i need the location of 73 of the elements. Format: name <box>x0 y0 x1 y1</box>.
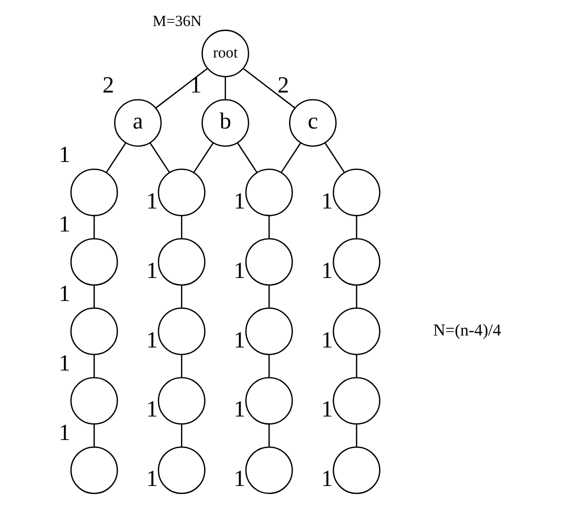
node-label: 1 <box>320 188 332 214</box>
node-circle: a <box>114 99 162 147</box>
node-circle <box>332 446 380 494</box>
node-circle <box>244 308 292 356</box>
node-circle: b <box>201 99 249 147</box>
connector <box>242 68 295 108</box>
connector <box>149 142 170 173</box>
node-label: 1 <box>320 466 332 492</box>
connector <box>355 285 357 308</box>
node-label: 1 <box>233 396 245 423</box>
connector <box>268 424 270 447</box>
node-label: M=36N <box>152 12 202 30</box>
connector <box>268 216 270 238</box>
node-circle <box>157 168 205 216</box>
node-label: 1 <box>233 258 245 284</box>
connector <box>93 424 94 447</box>
node-label: 2 <box>102 72 114 99</box>
node-label: 1 <box>320 258 332 284</box>
node-circle <box>70 446 118 494</box>
connector <box>355 424 357 447</box>
connector <box>224 76 226 100</box>
node-circle: c <box>288 99 336 147</box>
node-label: 1 <box>58 420 70 446</box>
node-circle <box>244 168 292 216</box>
label: N=(n-4)/4 <box>432 320 501 340</box>
node-circle <box>332 168 380 216</box>
node-label: 1 <box>58 350 70 376</box>
connector <box>280 142 301 173</box>
node-label: 1 <box>146 466 158 492</box>
connector <box>93 354 94 378</box>
node-circle <box>332 308 380 356</box>
connector <box>155 68 208 108</box>
connector <box>324 142 344 173</box>
connector <box>268 285 270 308</box>
node-circle <box>332 376 380 425</box>
node-circle <box>70 238 118 286</box>
node-circle <box>332 238 380 286</box>
node-circle <box>70 308 118 356</box>
node-label: 1 <box>146 396 158 423</box>
node-label: 1 <box>233 327 245 354</box>
node-circle <box>157 446 205 494</box>
node-label: 1 <box>146 188 158 214</box>
node-label: 1 <box>233 188 245 214</box>
node-label: 1 <box>320 396 332 423</box>
node-circle <box>244 376 292 425</box>
connector <box>192 142 214 173</box>
connector <box>93 216 94 238</box>
connector <box>105 142 126 173</box>
node-circle <box>157 238 205 286</box>
connector <box>180 354 182 378</box>
connector <box>180 285 182 308</box>
connector <box>355 216 357 238</box>
node-circle <box>157 308 205 356</box>
node-label: 1 <box>146 258 158 284</box>
node-label: 1 <box>233 466 245 492</box>
connector <box>355 354 357 378</box>
node-circle <box>244 446 292 494</box>
node-circle: root <box>201 30 249 78</box>
node-circle <box>70 168 118 216</box>
connector <box>268 354 270 378</box>
node-label: 1 <box>58 280 70 307</box>
node-label: 1 <box>58 142 70 168</box>
connector <box>93 285 94 308</box>
node-circle <box>70 376 118 425</box>
connector <box>180 424 182 447</box>
node-label: 1 <box>320 327 332 354</box>
node-label: 2 <box>276 72 289 99</box>
connector <box>180 216 182 238</box>
node-label: 1 <box>146 327 158 354</box>
connector <box>236 142 258 173</box>
node-circle <box>244 238 292 286</box>
node-circle <box>157 376 205 425</box>
node-label: 1 <box>58 212 70 238</box>
